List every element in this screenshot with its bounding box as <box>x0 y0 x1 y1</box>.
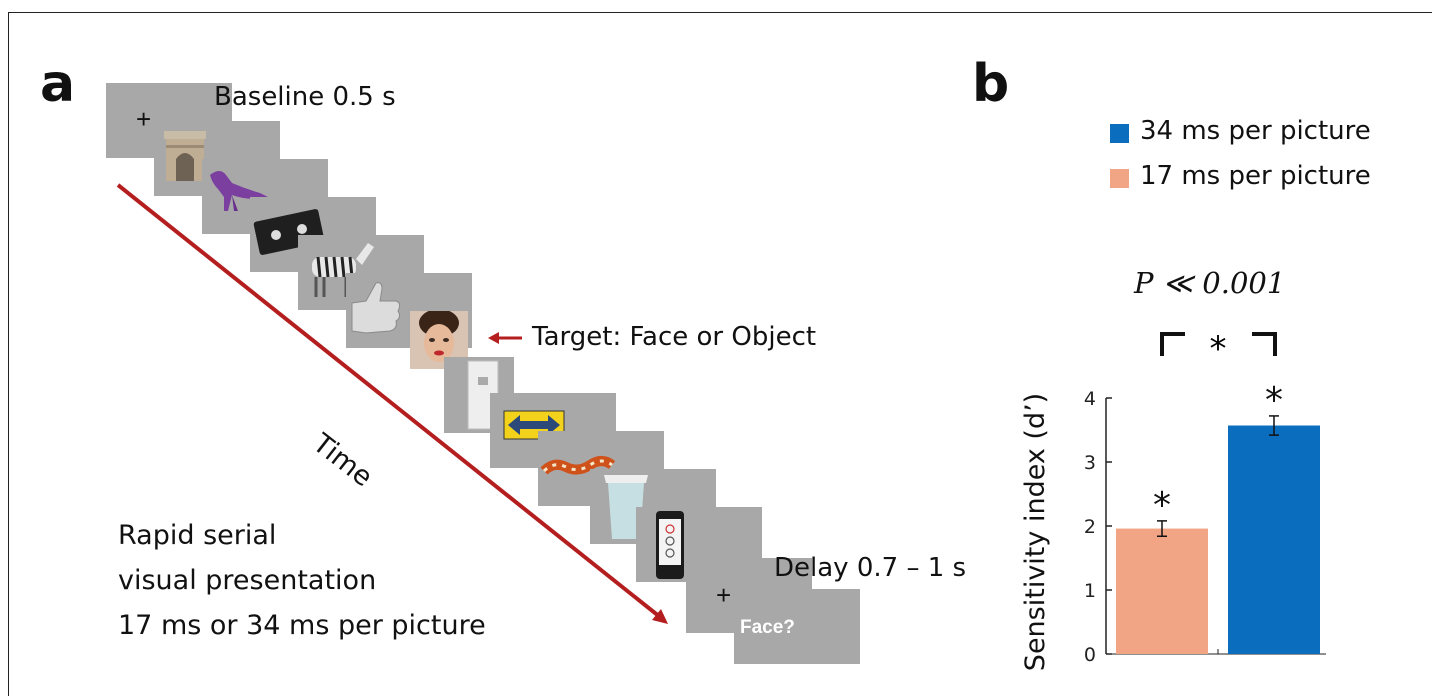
caption-line-3: 17 ms or 34 ms per picture <box>118 610 486 641</box>
bar-34ms <box>1228 425 1320 654</box>
question-label: Face? <box>740 617 795 638</box>
fixation-cross: + <box>136 104 152 134</box>
bar-significance-star: * <box>1153 485 1171 526</box>
panel-a-letter: a <box>40 54 76 114</box>
delay-label: Delay 0.7 – 1 s <box>774 553 967 583</box>
target-label: Target: Face or Object <box>532 322 817 352</box>
bar-chart: * 0 1 2 3 4 Sensitivity index (d’) * * <box>1020 329 1326 671</box>
bar-significance-star: * <box>1265 380 1283 421</box>
stimulus-door <box>444 357 514 433</box>
legend-swatch-34ms <box>1110 124 1129 143</box>
caption-line-1: Rapid serial <box>118 520 277 551</box>
y-tick-label: 3 <box>1084 452 1096 474</box>
question-frame: Face? <box>734 589 860 664</box>
legend-swatch-17ms <box>1110 169 1129 188</box>
figure-frame <box>8 12 1432 696</box>
bracket-star: * <box>1210 329 1227 369</box>
y-tick-label: 1 <box>1084 580 1096 602</box>
p-value-label: P ≪ 0.001 <box>1134 266 1286 300</box>
panel-b-letter: b <box>972 54 1010 114</box>
y-axis-label: Sensitivity index (d’) <box>1020 393 1051 671</box>
legend-label-17ms: 17 ms per picture <box>1140 161 1371 191</box>
caption-line-2: visual presentation <box>118 565 377 596</box>
y-tick-label: 0 <box>1084 644 1096 666</box>
baseline-label: Baseline 0.5 s <box>214 82 396 112</box>
stimulus-arch <box>154 121 280 196</box>
bar-17ms <box>1116 528 1208 654</box>
legend-label-34ms: 34 ms per picture <box>1140 116 1371 146</box>
significance-bracket <box>1160 332 1277 356</box>
delay-fixation-cross: + <box>716 580 732 610</box>
y-tick-label: 4 <box>1084 388 1096 410</box>
y-tick-label: 2 <box>1084 516 1096 538</box>
